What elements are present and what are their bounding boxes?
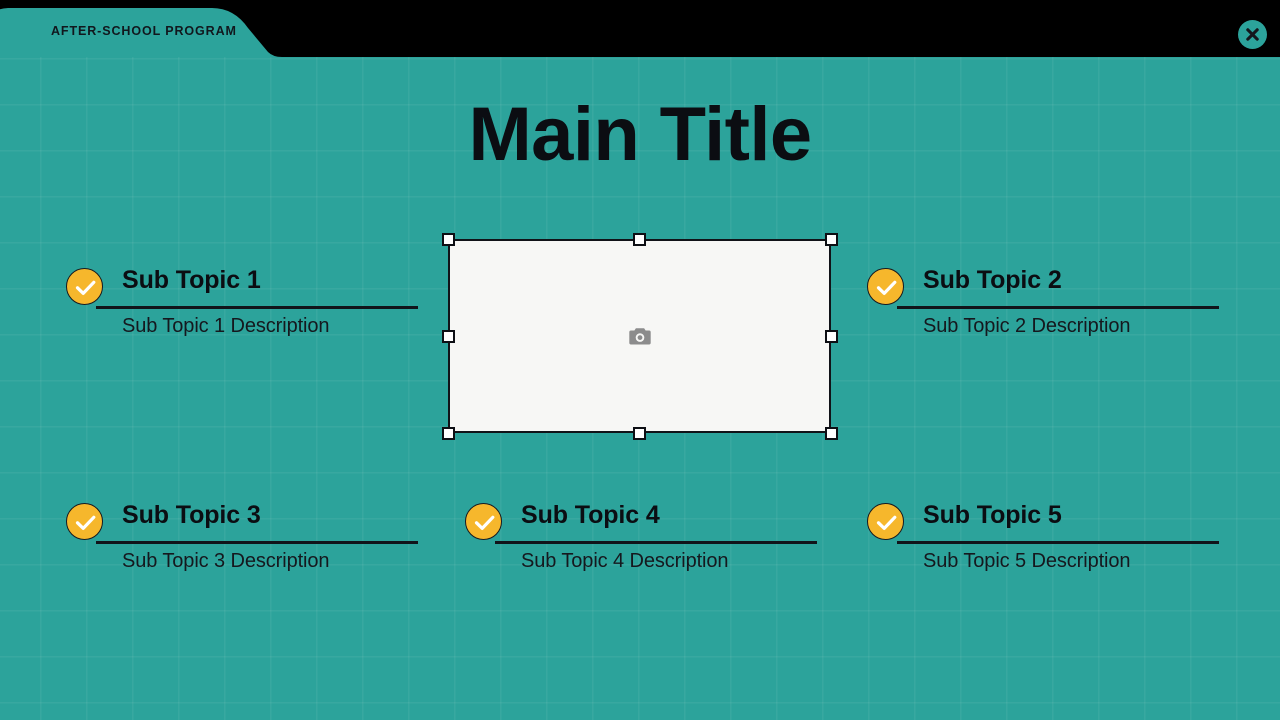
check-circle-icon <box>867 268 904 305</box>
resize-handle-bottom-left[interactable] <box>441 426 455 440</box>
sub-topic-rule <box>897 306 1219 309</box>
close-x-icon <box>1246 28 1259 41</box>
sub-topic-item-3[interactable]: Sub Topic 3 Sub Topic 3 Description <box>66 501 418 572</box>
sub-topic-header: Sub Topic 1 <box>66 266 418 309</box>
resize-handle-top-left[interactable] <box>441 232 455 246</box>
sub-topic-description: Sub Topic 5 Description <box>923 550 1131 572</box>
image-placeholder[interactable] <box>448 239 831 433</box>
sub-topic-title: Sub Topic 1 <box>122 266 261 294</box>
sub-topic-title: Sub Topic 3 <box>122 501 261 529</box>
resize-handle-top-right[interactable] <box>824 232 838 246</box>
resize-handle-bottom-right[interactable] <box>824 426 838 440</box>
check-circle-icon <box>867 503 904 540</box>
sub-topic-description: Sub Topic 4 Description <box>521 550 729 572</box>
sub-topic-description: Sub Topic 3 Description <box>122 550 330 572</box>
image-placeholder-selection[interactable] <box>441 232 838 440</box>
sub-topic-title: Sub Topic 2 <box>923 266 1062 294</box>
page-title: Main Title <box>468 92 812 177</box>
sub-topic-item-1[interactable]: Sub Topic 1 Sub Topic 1 Description <box>66 266 418 337</box>
resize-handle-middle-left[interactable] <box>441 329 455 343</box>
sub-topic-description: Sub Topic 1 Description <box>122 315 330 337</box>
check-circle-icon <box>66 503 103 540</box>
check-circle-icon <box>465 503 502 540</box>
camera-icon <box>628 328 651 345</box>
close-button[interactable] <box>1238 20 1267 49</box>
sub-topic-header: Sub Topic 5 <box>867 501 1219 544</box>
sub-topic-header: Sub Topic 4 <box>465 501 817 544</box>
check-circle-icon <box>66 268 103 305</box>
sub-topic-item-2[interactable]: Sub Topic 2 Sub Topic 2 Description <box>867 266 1219 337</box>
sub-topic-item-5[interactable]: Sub Topic 5 Sub Topic 5 Description <box>867 501 1219 572</box>
sub-topic-rule <box>96 541 418 544</box>
sub-topic-title: Sub Topic 5 <box>923 501 1062 529</box>
sub-topic-description: Sub Topic 2 Description <box>923 315 1131 337</box>
sub-topic-header: Sub Topic 2 <box>867 266 1219 309</box>
resize-handle-middle-right[interactable] <box>824 329 838 343</box>
sub-topic-title: Sub Topic 4 <box>521 501 660 529</box>
header-tab-label: AFTER-SCHOOL PROGRAM <box>51 24 237 38</box>
sub-topic-rule <box>897 541 1219 544</box>
resize-handle-top-center[interactable] <box>633 232 646 246</box>
sub-topic-rule <box>495 541 817 544</box>
sub-topic-header: Sub Topic 3 <box>66 501 418 544</box>
sub-topic-rule <box>96 306 418 309</box>
sub-topic-item-4[interactable]: Sub Topic 4 Sub Topic 4 Description <box>465 501 817 572</box>
resize-handle-bottom-center[interactable] <box>633 426 646 440</box>
